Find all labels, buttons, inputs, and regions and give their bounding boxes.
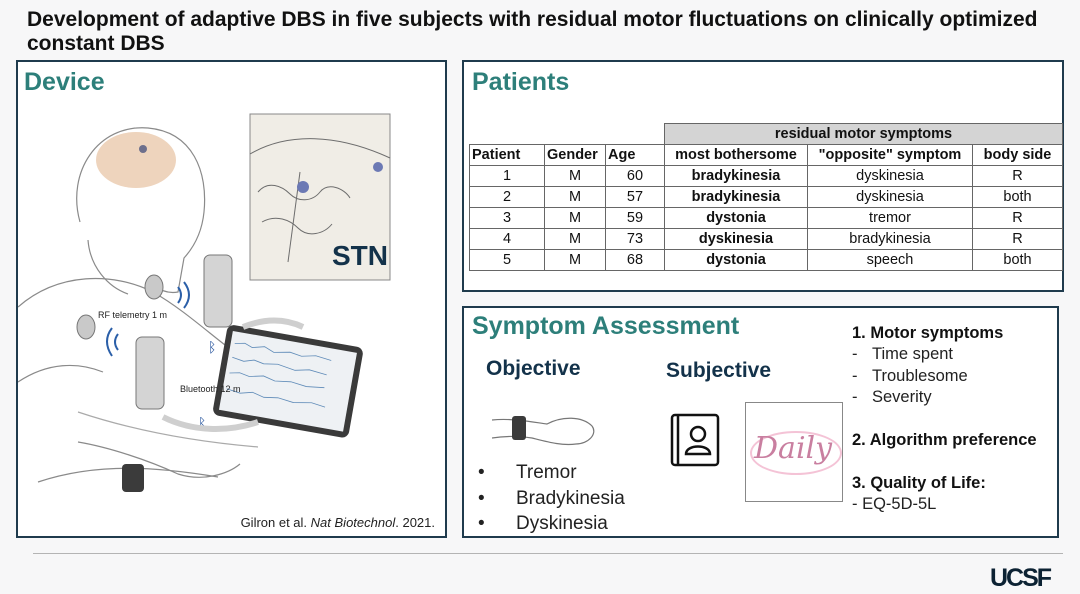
rc-device-1: [203, 254, 233, 328]
list-item: •Tremor: [478, 462, 577, 483]
bluetooth-label: Bluetooth 12 m: [180, 384, 241, 394]
list-item: -Time spent: [852, 345, 954, 363]
rf-telemetry-label: RF telemetry 1 m: [98, 310, 168, 320]
address-book-icon: [670, 413, 720, 467]
col-header: Age: [605, 144, 665, 166]
patients-table: residual motor symptoms Patient Gender A…: [469, 123, 1063, 271]
objective-list: •Tremor •Bradykinesia •Dyskinesia: [478, 460, 625, 537]
algorithm-preference-heading: 2. Algorithm preference: [852, 430, 1037, 449]
symptom-heading: Symptom Assessment: [472, 312, 740, 340]
divider: [33, 553, 1063, 554]
ucsf-logo: UCSF: [990, 564, 1052, 592]
assessment-criteria: 1. Motor symptoms -Time spent -Troubleso…: [852, 322, 1037, 515]
device-illustration: ᛒ ᛒ: [18, 113, 391, 492]
patients-panel: Patients residual motor symptoms Patient…: [462, 60, 1064, 292]
col-header: Gender: [544, 144, 606, 166]
list-item: •Dyskinesia: [478, 513, 608, 534]
col-header: "opposite" symptom: [807, 144, 973, 166]
col-header: Patient: [469, 144, 545, 166]
device-heading: Device: [24, 68, 105, 96]
daily-logo: Daily: [745, 402, 843, 502]
citation: Gilron et al. Nat Biotechnol. 2021.: [240, 515, 435, 530]
bluetooth-icon: ᛒ: [208, 340, 216, 356]
list-item: -Troublesome: [852, 366, 968, 385]
patients-heading: Patients: [472, 68, 570, 96]
quality-of-life-heading: 3. Quality of Life:: [852, 473, 986, 492]
list-item: - EQ-5D-5L: [852, 494, 937, 513]
table-header-row: Patient Gender Age most bothersome "oppo…: [469, 144, 1063, 166]
device-panel: Device: [16, 60, 447, 538]
col-header: most bothersome: [664, 144, 808, 166]
motor-symptoms-heading: 1. Motor symptoms: [852, 324, 1004, 342]
symptom-panel: Symptom Assessment Objective Subjective …: [462, 306, 1059, 538]
subjective-heading: Subjective: [666, 359, 772, 382]
objective-heading: Objective: [486, 357, 581, 380]
group-header: residual motor symptoms: [664, 123, 1063, 145]
list-item: -Severity: [852, 388, 932, 406]
stn-label: STN: [332, 240, 388, 271]
list-item: •Bradykinesia: [478, 487, 625, 509]
rc-device-2: [135, 336, 165, 410]
wrist-watch-icon: [492, 416, 595, 446]
col-header: body side: [972, 144, 1063, 166]
slide-title: Development of adaptive DBS in five subj…: [27, 8, 1038, 55]
watch-icon: [122, 464, 144, 492]
bluetooth-icon: ᛒ: [198, 416, 206, 432]
